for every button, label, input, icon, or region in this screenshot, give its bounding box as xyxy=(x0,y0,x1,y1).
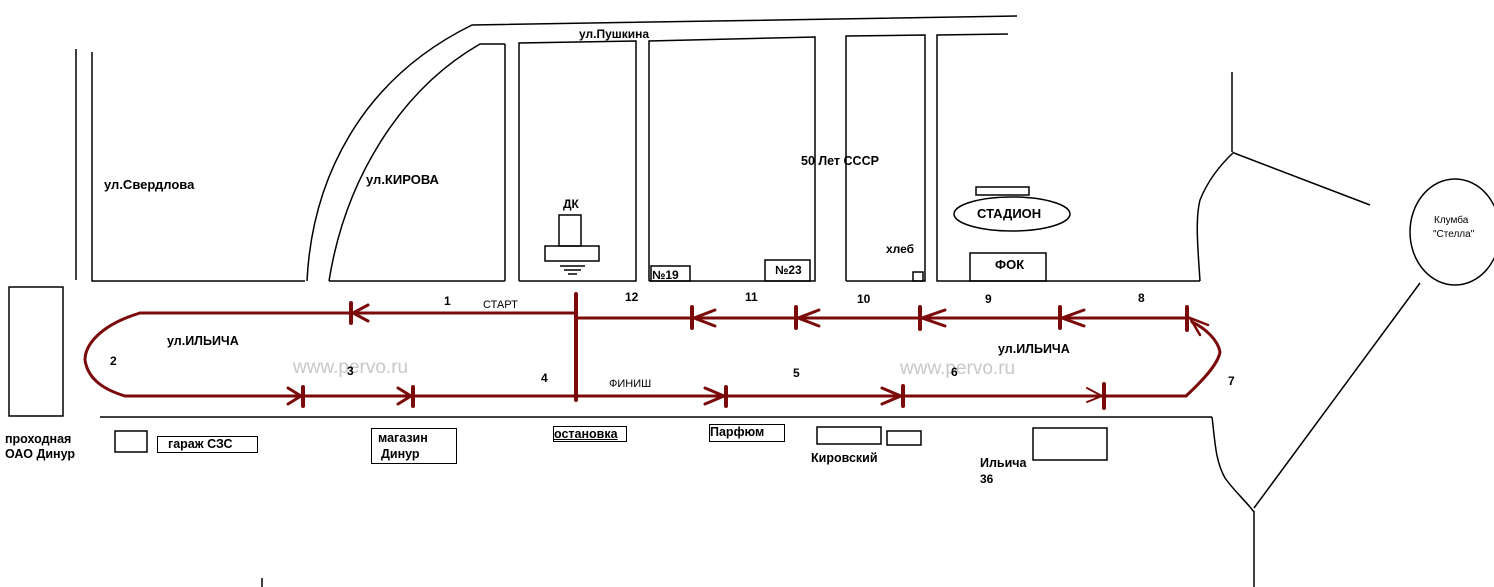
marker-8 xyxy=(1185,305,1210,337)
dk-label: ДК xyxy=(563,197,579,211)
segment-12: 12 xyxy=(625,290,639,304)
ilyicha36-label-2: 36 xyxy=(980,472,994,486)
street-ilyicha-left-label: ул.ИЛЬИЧА xyxy=(167,334,239,348)
marker-11 xyxy=(793,305,821,330)
bus-stop-label: остановка xyxy=(554,427,618,441)
segment-7: 7 xyxy=(1228,374,1235,388)
segment-9: 9 xyxy=(985,292,992,306)
segment-5: 5 xyxy=(793,366,800,380)
segment-1: 1 xyxy=(444,294,451,308)
street-ilyicha-right-label: ул.ИЛЬИЧА xyxy=(998,342,1070,356)
watermark-right: www.pervo.ru xyxy=(900,358,1016,379)
block-sverdlova xyxy=(91,52,305,282)
right-curve-road xyxy=(1196,151,1235,282)
ilyicha36-label-1: Ильича xyxy=(980,456,1027,470)
perfume-label: Парфюм xyxy=(710,425,765,439)
building-ilyicha36 xyxy=(1032,427,1108,461)
marker-12 xyxy=(689,305,717,330)
route-loop-left xyxy=(83,311,142,398)
kirovsky-label: Кировский xyxy=(811,451,878,465)
street-pushkina-label: ул.Пушкина xyxy=(579,27,650,41)
flowerbed-label-1: Клумба xyxy=(1434,215,1469,226)
marker-5a xyxy=(703,385,728,408)
fok-label: ФОК xyxy=(995,257,1025,272)
shop-label-1: магазин xyxy=(378,431,428,445)
block-stadium xyxy=(936,33,1200,282)
watermark-left: www.pervo.ru xyxy=(293,357,409,378)
marker-6 xyxy=(1086,382,1106,410)
block-bread xyxy=(845,34,926,282)
building-kirovsky-2 xyxy=(886,430,922,446)
block-dk xyxy=(518,40,637,282)
checkpoint-building xyxy=(8,286,64,417)
fok-building xyxy=(969,252,1047,282)
street-50let-label: 50 Лет СССР xyxy=(801,154,879,168)
bus-stop-box xyxy=(553,426,627,442)
garage-label: гараж СЗС xyxy=(168,437,233,451)
marker-9 xyxy=(1057,305,1086,330)
road-to-flowerbed xyxy=(1233,152,1371,206)
segment-3: 3 xyxy=(347,364,354,378)
marker-3a xyxy=(286,385,305,408)
kirova-outer-road xyxy=(306,15,1018,282)
marker-5b xyxy=(880,384,905,408)
stadium-oval xyxy=(953,196,1071,232)
perfume-box xyxy=(709,424,785,442)
flowerbed-label-2: "Стелла" xyxy=(1433,229,1475,240)
south-curve-road xyxy=(1211,416,1255,513)
street-sverdlova-label: ул.Свердлова xyxy=(104,177,195,192)
start-label: СТАРТ xyxy=(483,299,518,311)
marker-1 xyxy=(349,301,370,325)
bread-shop xyxy=(912,271,924,282)
segment-6: 6 xyxy=(951,365,958,379)
dk-building-base xyxy=(544,245,600,262)
building-n19 xyxy=(650,265,691,282)
n19-label: №19 xyxy=(652,268,679,282)
building-kirovsky-1 xyxy=(816,426,882,445)
marker-3b xyxy=(396,385,415,408)
segment-2: 2 xyxy=(110,354,117,368)
stadium-label: СТАДИОН xyxy=(977,206,1042,221)
dk-building-top xyxy=(558,214,582,247)
stadium-stand xyxy=(975,186,1030,196)
shop-label-2: Динур xyxy=(381,447,420,461)
checkpoint-label-1: проходная xyxy=(5,432,72,446)
street-kirova-label: ул.КИРОВА xyxy=(366,172,439,187)
segment-11: 11 xyxy=(745,290,758,304)
marker-10 xyxy=(917,305,947,331)
building-small-south xyxy=(114,430,148,453)
route-loop-right xyxy=(1184,320,1222,398)
checkpoint-label-2: ОАО Динур xyxy=(5,447,76,461)
garage-box xyxy=(157,436,258,453)
segment-4: 4 xyxy=(541,371,548,385)
n23-label: №23 xyxy=(775,263,802,277)
block-50let xyxy=(648,36,816,282)
finish-label: ФИНИШ xyxy=(609,378,652,390)
building-n23 xyxy=(764,259,811,282)
bread-label: хлеб xyxy=(886,242,915,256)
road-from-flowerbed xyxy=(1253,282,1421,509)
shop-box xyxy=(371,428,457,464)
segment-8: 8 xyxy=(1138,291,1145,305)
flowerbed-circle xyxy=(1409,178,1494,286)
segment-10: 10 xyxy=(857,292,871,306)
kirova-inner-road xyxy=(328,43,505,282)
